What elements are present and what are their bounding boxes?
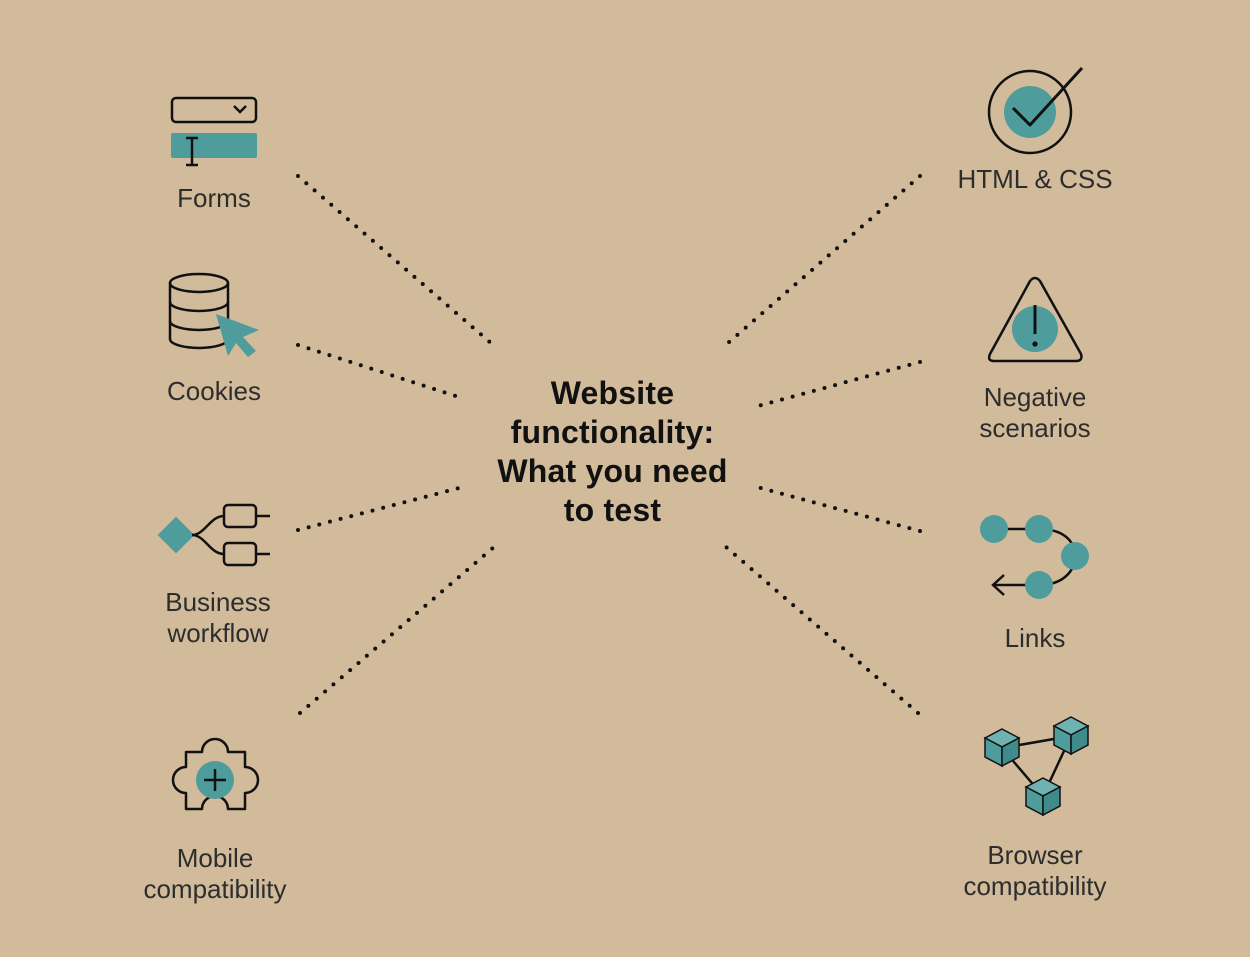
connector-forms xyxy=(296,174,494,346)
connected-cubes-icon xyxy=(983,716,1090,817)
label-line: Cookies xyxy=(167,376,261,406)
diagram-title: Website functionality: What you need to … xyxy=(470,374,755,530)
label-mobile-compatibility: Mobile compatibility xyxy=(115,843,315,905)
label-line: HTML & CSS xyxy=(957,164,1113,194)
warning-triangle-icon xyxy=(987,276,1083,363)
label-negative-scenarios: Negative scenarios xyxy=(935,382,1135,444)
label-line: Business xyxy=(165,587,271,617)
connector-cookies xyxy=(296,343,464,400)
form-dropdown-icon xyxy=(170,96,258,167)
linked-dots-icon xyxy=(980,515,1089,599)
label-links: Links xyxy=(955,623,1115,654)
label-browser-compatibility: Browser compatibility xyxy=(935,840,1135,902)
title-line: functionality: xyxy=(510,414,715,450)
connector-html-css xyxy=(726,174,922,345)
connector-links xyxy=(755,485,922,533)
label-html-css: HTML & CSS xyxy=(935,164,1135,195)
connector-lines xyxy=(296,174,922,715)
connector-business-workflow xyxy=(296,485,465,532)
label-line: compatibility xyxy=(963,871,1107,901)
database-cursor-icon xyxy=(168,272,259,357)
connector-negative-scenarios xyxy=(756,360,922,408)
label-business-workflow: Business workflow xyxy=(128,587,308,649)
connector-mobile-compatibility xyxy=(298,545,496,715)
label-line: Mobile xyxy=(176,843,254,873)
label-line: scenarios xyxy=(979,413,1091,443)
workflow-branch-icon xyxy=(157,503,270,567)
puzzle-plus-icon xyxy=(171,737,260,811)
title-line: Website xyxy=(550,375,675,411)
label-cookies: Cookies xyxy=(134,376,294,407)
title-line: to test xyxy=(563,492,662,528)
label-line: Links xyxy=(1004,623,1066,653)
label-line: compatibility xyxy=(143,874,287,904)
title-line: What you need xyxy=(497,453,728,489)
label-line: Browser xyxy=(987,840,1083,870)
label-forms: Forms xyxy=(134,183,294,214)
label-line: Negative xyxy=(983,382,1087,412)
label-line: Forms xyxy=(177,183,251,213)
checkmark-circle-icon xyxy=(987,66,1084,155)
connector-browser-compatibility xyxy=(724,545,920,715)
label-line: workflow xyxy=(167,618,269,648)
